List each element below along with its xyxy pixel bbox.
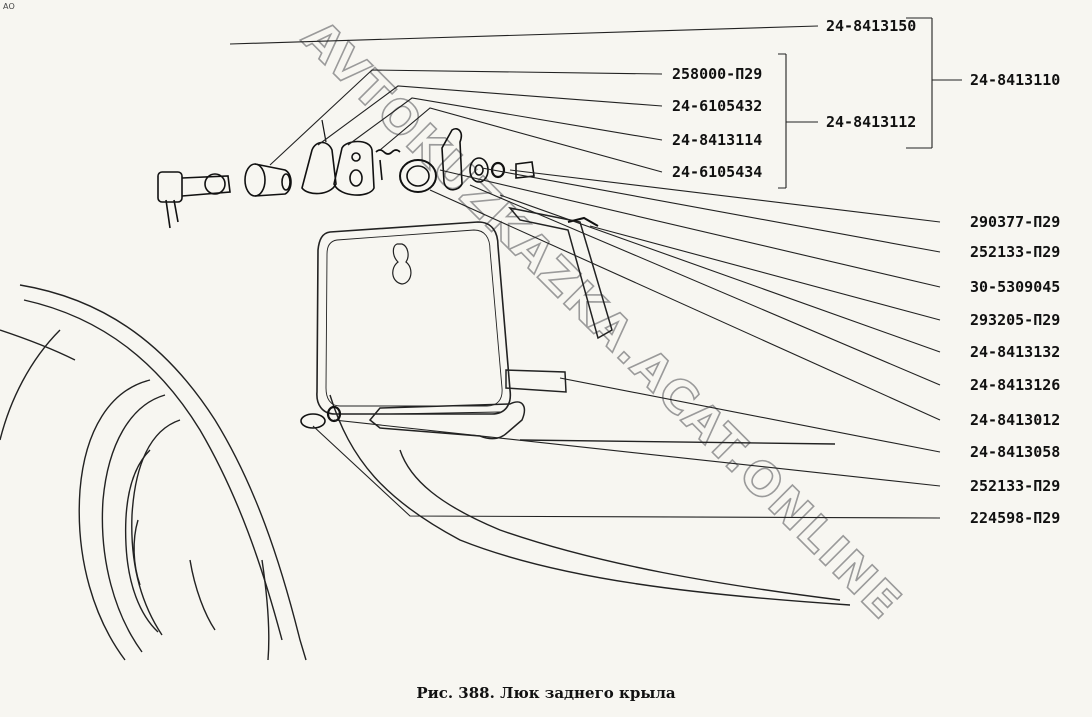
lock-parts	[301, 119, 599, 227]
bottom-fasteners	[300, 405, 342, 429]
label-24-6105432: 24-6105432	[672, 97, 762, 115]
leader-lines	[229, 17, 962, 519]
label-258000-p29: 258000-П29	[672, 65, 762, 83]
label-24-8413132: 24-8413132	[970, 343, 1060, 361]
label-293205-p29: 293205-П29	[970, 311, 1060, 329]
car-fender	[0, 284, 851, 661]
part-labels: 24-8413150 258000-П29 24-6105432 24-8413…	[672, 17, 1060, 527]
label-24-8413058: 24-8413058	[970, 443, 1060, 461]
label-252133-p29-top: 252133-П29	[970, 243, 1060, 261]
figure-caption: Рис. 388. Люк заднего крыла	[416, 684, 676, 702]
hatch-door	[316, 221, 512, 415]
label-24-6105434: 24-6105434	[672, 163, 762, 181]
label-24-8413150: 24-8413150	[826, 17, 916, 35]
corner-mark: АО	[3, 2, 15, 11]
label-290377-p29: 290377-П29	[970, 213, 1060, 231]
label-24-8413126: 24-8413126	[970, 376, 1060, 394]
label-24-8413112: 24-8413112	[826, 113, 916, 131]
label-24-8413114: 24-8413114	[672, 131, 762, 149]
label-24-8413012: 24-8413012	[970, 411, 1060, 429]
label-30-5309045: 30-5309045	[970, 278, 1060, 296]
label-252133-p29-bottom: 252133-П29	[970, 477, 1060, 495]
label-24-8413110: 24-8413110	[970, 71, 1060, 89]
label-224598-p29: 224598-П29	[970, 509, 1060, 527]
key-icon	[157, 171, 231, 229]
lock-cylinder	[244, 163, 292, 197]
watermark: AVTOKUZKAZKA.ACAT.ONLINE	[292, 10, 912, 630]
